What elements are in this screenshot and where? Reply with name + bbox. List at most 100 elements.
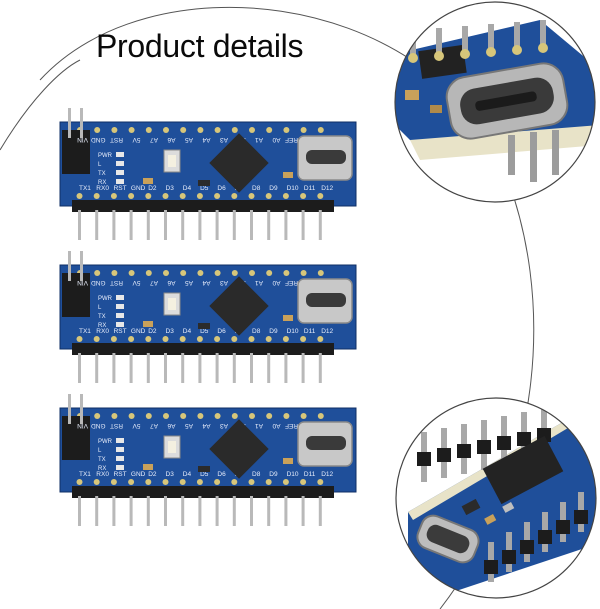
solder-pad bbox=[128, 479, 135, 485]
silkscreen-label: GND bbox=[131, 185, 146, 192]
silkscreen-label: RST bbox=[114, 328, 127, 335]
silkscreen-label: D9 bbox=[269, 185, 278, 192]
solder-pad bbox=[249, 413, 255, 419]
silkscreen-label: D11 bbox=[304, 328, 316, 335]
solder-pad bbox=[179, 479, 186, 485]
header-block bbox=[538, 530, 552, 544]
nano-board-3: VINGNDRST5VA7A6A5A4A3A2A1A0REF3V3D13TX1R… bbox=[59, 394, 357, 526]
solder-pad bbox=[128, 127, 135, 133]
solder-pad bbox=[163, 127, 169, 133]
led bbox=[116, 152, 124, 157]
silkscreen-label: 5V bbox=[132, 422, 141, 429]
bottom-header bbox=[72, 200, 334, 212]
silkscreen-label: D12 bbox=[321, 185, 333, 192]
reset-button-cap bbox=[168, 155, 176, 167]
icsp-header bbox=[62, 130, 90, 174]
silkscreen-label: D10 bbox=[287, 185, 299, 192]
led-label: PWR bbox=[98, 296, 113, 302]
header-block bbox=[417, 452, 431, 466]
silkscreen-label: GND bbox=[91, 136, 106, 143]
solder-pad bbox=[197, 413, 204, 419]
solder-pad bbox=[162, 193, 169, 199]
led-label: TX bbox=[98, 171, 106, 177]
header-block bbox=[457, 444, 471, 458]
solder-pad bbox=[265, 336, 272, 342]
solder-pad bbox=[300, 479, 307, 485]
header-pin bbox=[146, 210, 150, 240]
led-label: L bbox=[98, 162, 102, 168]
solder-pad bbox=[486, 47, 496, 57]
header-pin bbox=[95, 353, 99, 383]
silkscreen-label: D6 bbox=[217, 328, 226, 335]
icsp-pin bbox=[80, 108, 83, 138]
silkscreen-label: GND bbox=[131, 328, 146, 335]
solder-pad bbox=[266, 127, 273, 133]
reset-button-cap bbox=[168, 298, 176, 310]
header-block bbox=[484, 560, 498, 574]
solder-pad bbox=[128, 336, 135, 342]
header-pin bbox=[250, 210, 253, 240]
solder-pad bbox=[249, 127, 255, 133]
solder-pad bbox=[111, 127, 118, 133]
silkscreen-label: VIN bbox=[77, 422, 88, 429]
solder-pad bbox=[179, 193, 186, 199]
solder-pad bbox=[180, 270, 187, 276]
silkscreen-label: REF bbox=[285, 279, 298, 286]
solder-pad bbox=[94, 413, 101, 419]
header-pin bbox=[164, 353, 167, 383]
header-block bbox=[574, 510, 588, 524]
silkscreen-label: D10 bbox=[287, 471, 299, 478]
header-pin bbox=[129, 496, 133, 526]
header-block bbox=[437, 448, 451, 462]
header-pin bbox=[232, 496, 236, 526]
silkscreen-label: 5V bbox=[132, 279, 141, 286]
solder-pad bbox=[179, 336, 186, 342]
silkscreen-label: A1 bbox=[255, 422, 263, 429]
led bbox=[116, 438, 124, 443]
silkscreen-label: A3 bbox=[220, 136, 228, 143]
header-pin bbox=[301, 496, 305, 526]
silkscreen-label: D11 bbox=[304, 471, 316, 478]
capacitor bbox=[283, 315, 293, 321]
silkscreen-label: VIN bbox=[77, 279, 88, 286]
silkscreen-label: A4 bbox=[202, 136, 210, 143]
solder-pad bbox=[111, 270, 118, 276]
solder-pad bbox=[265, 479, 272, 485]
silkscreen-label: RX0 bbox=[96, 185, 109, 192]
solder-pad bbox=[180, 127, 187, 133]
silkscreen-label: D6 bbox=[217, 185, 226, 192]
icsp-header bbox=[62, 416, 90, 460]
silkscreen-label: REF bbox=[285, 136, 298, 143]
silkscreen-label: D9 bbox=[269, 328, 278, 335]
silkscreen-label: D5 bbox=[200, 185, 209, 192]
solder-pad bbox=[231, 270, 238, 276]
led bbox=[116, 304, 124, 309]
solder-pad bbox=[408, 53, 418, 63]
header-pin bbox=[78, 496, 81, 526]
silkscreen-label: D12 bbox=[321, 328, 333, 335]
solder-pad bbox=[283, 127, 290, 133]
header-pin bbox=[181, 353, 185, 383]
silkscreen-label: D4 bbox=[183, 328, 192, 335]
solder-pad bbox=[231, 479, 238, 485]
capacitor bbox=[283, 458, 293, 464]
solder-pad bbox=[162, 336, 169, 342]
solder-pad bbox=[214, 127, 221, 133]
header-pin bbox=[164, 496, 167, 526]
silkscreen-label: A6 bbox=[167, 136, 175, 143]
header-pin bbox=[215, 210, 219, 240]
header-pin bbox=[284, 353, 288, 383]
header-pin bbox=[112, 353, 116, 383]
silkscreen-label: VIN bbox=[77, 136, 88, 143]
led-label: L bbox=[98, 448, 102, 454]
led bbox=[116, 295, 124, 300]
header-pin bbox=[514, 22, 520, 52]
silkscreen-label: A1 bbox=[255, 279, 263, 286]
header-pin bbox=[318, 353, 322, 383]
header-pin bbox=[112, 496, 116, 526]
solder-pad bbox=[266, 270, 273, 276]
solder-pad bbox=[231, 193, 238, 199]
led bbox=[116, 456, 124, 461]
header-pin bbox=[232, 353, 236, 383]
